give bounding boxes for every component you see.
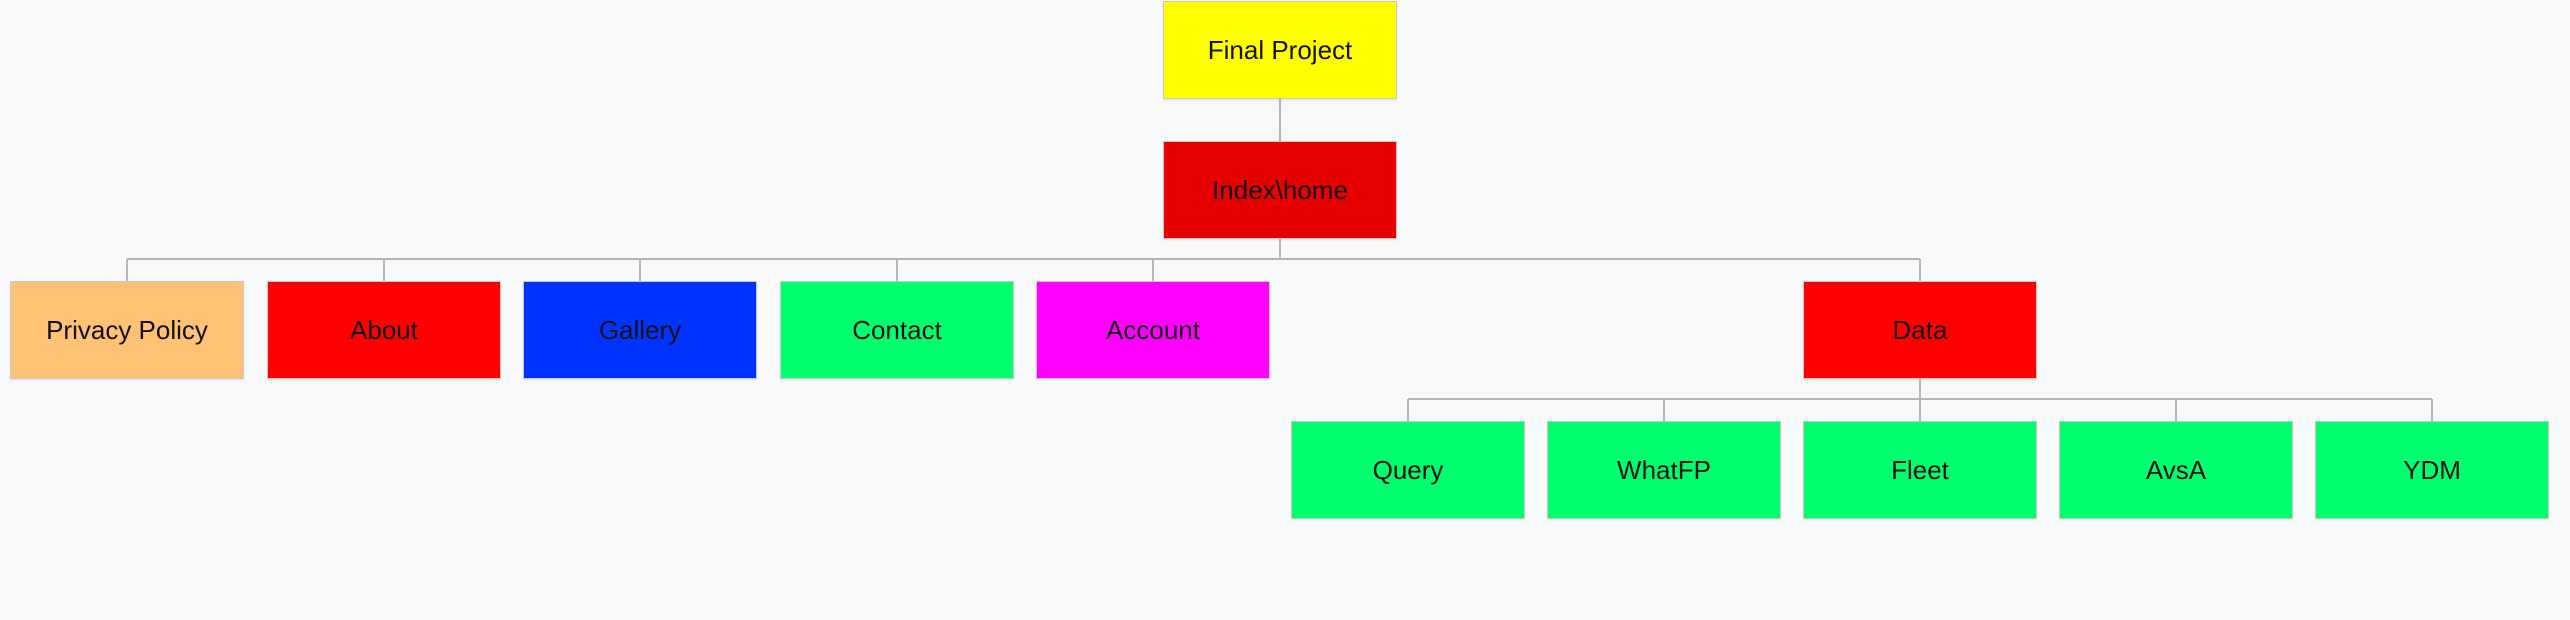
node-label: YDM <box>2403 454 2461 485</box>
node-label: Account <box>1106 314 1200 345</box>
node-data[interactable]: Data <box>1803 281 2037 379</box>
node-contact[interactable]: Contact <box>780 281 1014 379</box>
node-avsa[interactable]: AvsA <box>2059 421 2293 519</box>
node-label: Data <box>1892 314 1948 345</box>
node-gallery[interactable]: Gallery <box>523 281 757 379</box>
node-label: Privacy Policy <box>46 314 208 345</box>
node-index-home[interactable]: Index\home <box>1163 141 1397 239</box>
node-account[interactable]: Account <box>1036 281 1270 379</box>
node-label: Index\home <box>1212 174 1348 205</box>
node-label: Final Project <box>1207 34 1353 65</box>
node-query[interactable]: Query <box>1291 421 1525 519</box>
node-label: Contact <box>852 314 942 345</box>
node-label: Gallery <box>598 314 682 345</box>
node-label: WhatFP <box>1617 454 1711 485</box>
node-ydm[interactable]: YDM <box>2315 421 2549 519</box>
node-label: Query <box>1372 454 1444 485</box>
node-label: About <box>350 314 418 345</box>
node-label: Fleet <box>1891 454 1949 485</box>
node-fleet[interactable]: Fleet <box>1803 421 2037 519</box>
node-privacy-policy[interactable]: Privacy Policy <box>10 281 244 379</box>
node-whatfp[interactable]: WhatFP <box>1547 421 1781 519</box>
node-label: AvsA <box>2145 454 2207 485</box>
node-about[interactable]: About <box>267 281 501 379</box>
node-final-project[interactable]: Final Project <box>1163 1 1397 99</box>
